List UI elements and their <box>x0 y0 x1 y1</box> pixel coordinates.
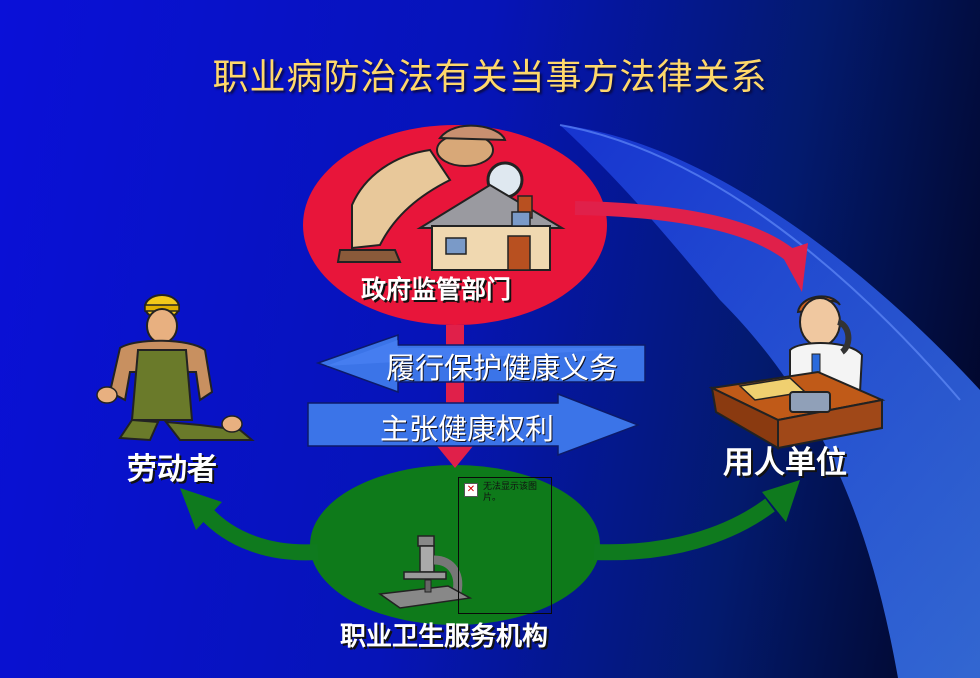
gov-to-service-arrowhead <box>432 440 478 468</box>
service-to-employer-arrowhead <box>762 480 800 522</box>
right-arrow-label: 主张健康权利 <box>380 412 555 446</box>
government-label: 政府监管部门 <box>361 275 512 304</box>
broken-image-placeholder: ✕ 无法显示该图片。 <box>458 477 552 614</box>
service-to-worker-arrow <box>199 506 319 561</box>
detective-house-icon <box>336 124 566 271</box>
right-arrow-shape <box>307 392 641 457</box>
duty-arrow-shape <box>315 333 646 394</box>
service-label: 职业卫生服务机构 <box>340 622 549 652</box>
gov-to-employer-arrowhead <box>780 243 808 292</box>
service-to-employer-arrow <box>593 498 775 561</box>
construction-worker-icon <box>96 294 255 442</box>
decorative-swoosh <box>560 125 980 678</box>
page-title: 职业病防治法有关当事方法律关系 <box>212 57 768 98</box>
worker-label: 劳动者 <box>127 452 217 487</box>
duty-arrow-label: 履行保护健康义务 <box>386 351 619 385</box>
broken-image-icon: ✕ <box>464 483 478 497</box>
service-to-worker-arrowhead <box>180 488 222 530</box>
service-ellipse <box>310 465 600 625</box>
microscope-icon <box>377 535 473 609</box>
gov-to-employer-arrow <box>574 201 803 268</box>
broken-image-message: 无法显示该图片。 <box>483 482 538 503</box>
phone-desk-person-icon <box>708 295 886 450</box>
employer-label: 用人单位 <box>723 445 847 481</box>
